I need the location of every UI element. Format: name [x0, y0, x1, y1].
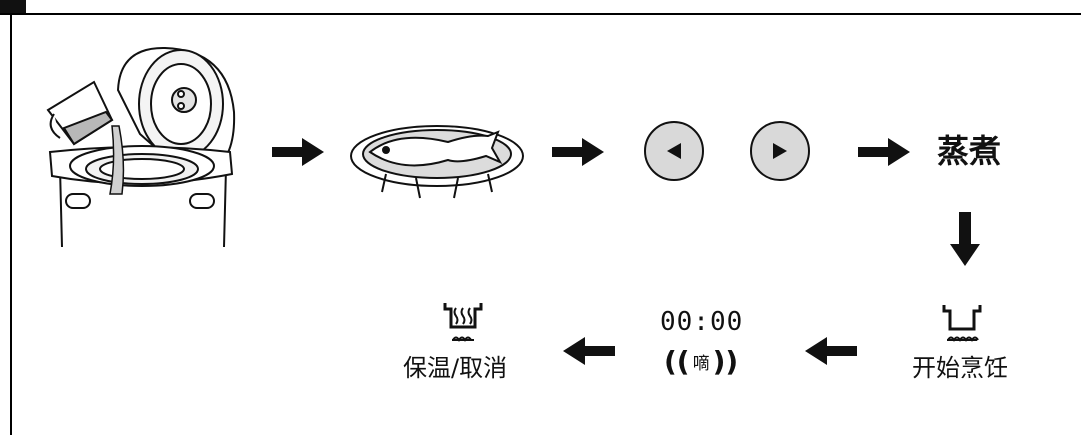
steaming-plate-illustration [350, 125, 524, 199]
beep-label: 嘀 [692, 354, 710, 374]
triangle-right-icon [773, 143, 787, 159]
right-button[interactable] [750, 121, 810, 181]
arrow-right-icon [272, 138, 324, 166]
steam-cook-label: 蒸煮 [937, 132, 1002, 170]
keep-warm-icon [443, 303, 483, 342]
arrow-right-icon [552, 138, 604, 166]
left-button[interactable] [644, 121, 704, 181]
triangle-left-icon [667, 143, 681, 159]
time-display: 00:00 [660, 307, 744, 337]
sound-waves-left-icon: (( [664, 345, 690, 378]
step-tab [0, 0, 26, 14]
arrow-left-icon [805, 337, 857, 365]
pot-heating-icon [942, 305, 982, 342]
keep-warm-cancel-label: 保温/取消 [403, 354, 508, 382]
rice-cooker-illustration [46, 46, 236, 247]
beep-indicator: (( 嘀 )) [664, 345, 738, 378]
arrow-right-icon [858, 138, 910, 166]
left-border [10, 15, 12, 435]
sound-waves-right-icon: )) [712, 345, 739, 378]
arrow-left-icon [563, 337, 615, 365]
header-rule [0, 13, 1081, 15]
arrow-down-icon [950, 212, 980, 266]
start-cooking-label: 开始烹饪 [912, 354, 1008, 382]
